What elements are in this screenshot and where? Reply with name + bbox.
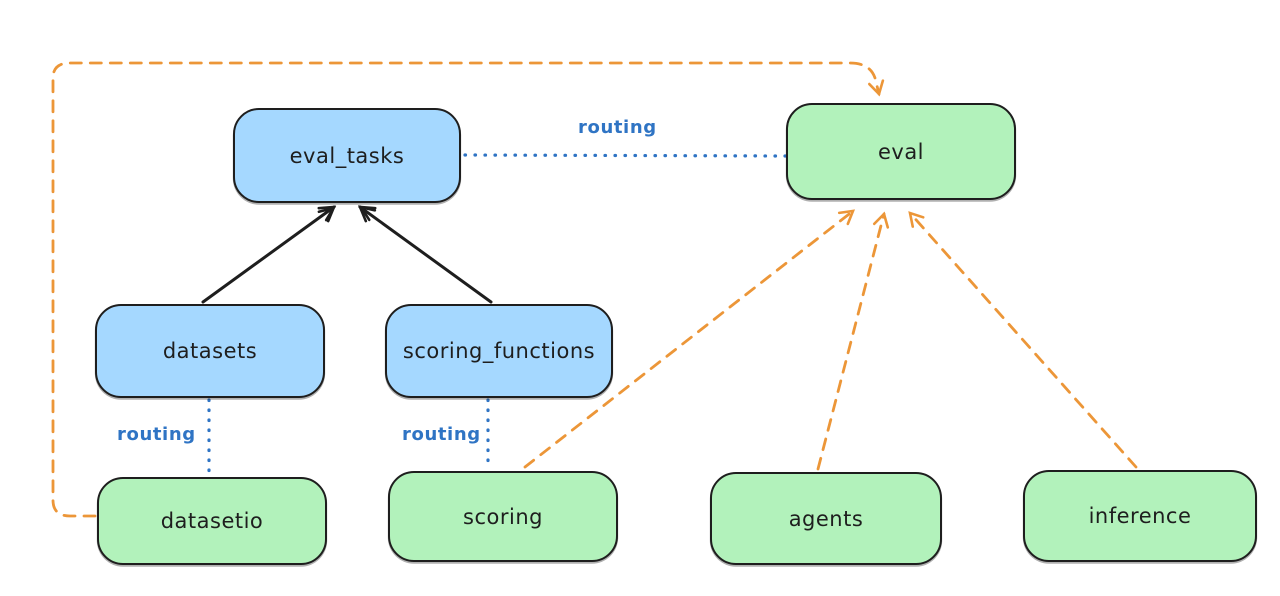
node-eval-tasks: eval_tasks [233, 108, 461, 203]
edge-datasets-to-eval-tasks [201, 205, 337, 304]
node-eval-label: eval [877, 139, 925, 164]
edge-label-routing-eval-tasks-eval: routing [578, 117, 657, 138]
edge-scoring-to-eval [523, 209, 856, 469]
node-scoring: scoring [388, 471, 618, 562]
node-inference-label: inference [1088, 504, 1192, 528]
edge-scoring-functions-to-eval-tasks [357, 205, 493, 304]
node-datasetio: datasetio [97, 477, 327, 565]
edge-label-routing-datasets-datasetio: routing [117, 424, 196, 445]
node-inference: inference [1023, 470, 1257, 562]
node-datasets-label: datasets [162, 339, 258, 363]
node-agents-label: agents [788, 506, 864, 531]
edge-inference-to-eval [908, 211, 1138, 469]
node-datasetio-label: datasetio [160, 509, 264, 533]
edge-eval-tasks-to-eval-routing [463, 153, 788, 158]
node-scoring-functions-label: scoring_functions [402, 339, 596, 363]
node-datasets: datasets [95, 304, 325, 398]
node-scoring-label: scoring [463, 504, 543, 529]
node-eval-tasks-label: eval_tasks [289, 143, 405, 168]
node-scoring-functions: scoring_functions [385, 304, 613, 398]
node-agents: agents [710, 472, 942, 565]
node-eval: eval [786, 103, 1016, 200]
edge-datasetio-to-eval [51, 61, 885, 518]
edge-agents-to-eval [816, 211, 890, 471]
edge-label-routing-scoring-functions-scoring: routing [402, 424, 481, 445]
